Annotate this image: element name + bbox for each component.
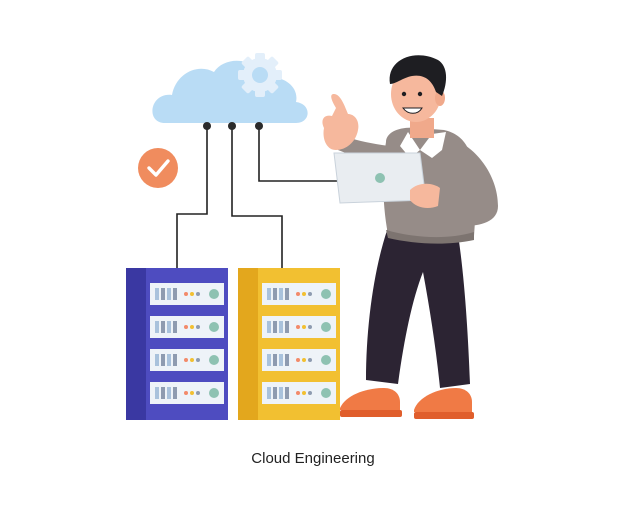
check-icon: [138, 148, 178, 188]
illustration-caption: Cloud Engineering: [251, 450, 375, 467]
server-slot: [150, 349, 224, 371]
server-slot: [150, 283, 224, 305]
server-slot: [262, 283, 336, 305]
server-rack-icon: [238, 268, 340, 420]
cloud-icon: [152, 60, 308, 130]
server-slot: [262, 382, 336, 404]
server-rack-icon: [126, 268, 228, 420]
gear-icon: [238, 53, 282, 97]
server-slot: [150, 382, 224, 404]
server-slot: [150, 316, 224, 338]
server-slot: [262, 349, 336, 371]
network-cables: [176, 126, 340, 270]
server-slot: [262, 316, 336, 338]
engineer-character: [322, 55, 498, 419]
